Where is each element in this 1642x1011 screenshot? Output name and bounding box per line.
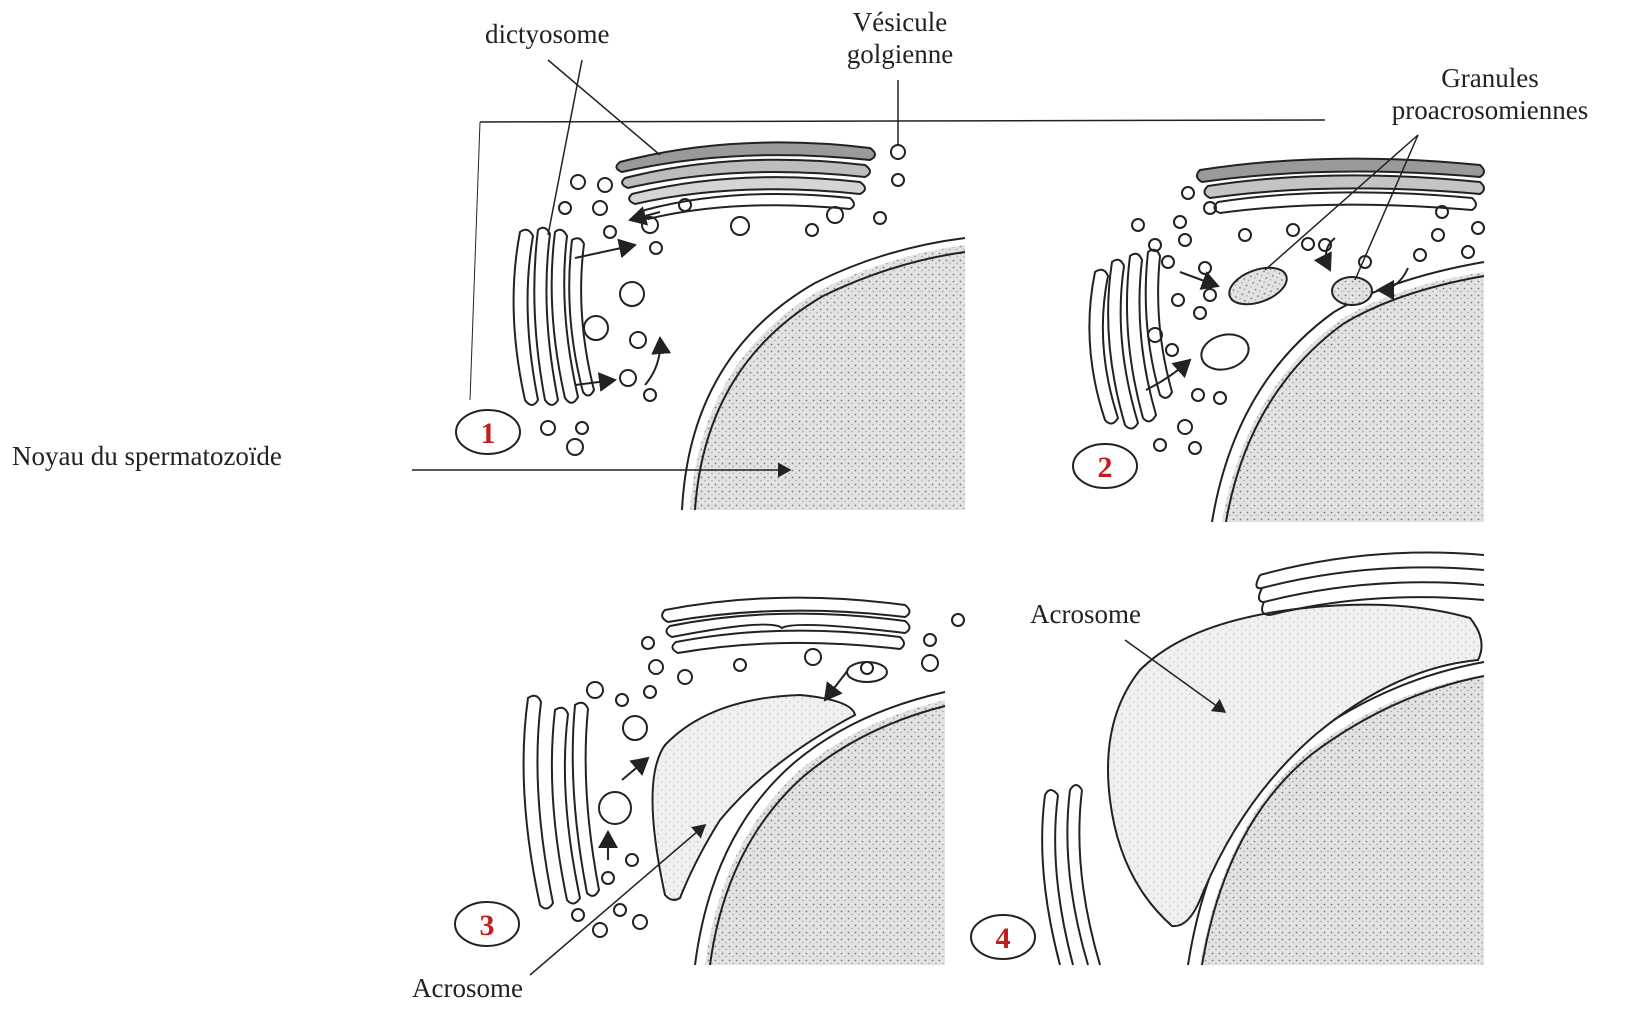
golgi-stack-3-top bbox=[662, 598, 909, 653]
label-acrosome-top: Acrosome bbox=[1030, 598, 1141, 630]
arrow bbox=[1378, 268, 1408, 290]
golgi-stack-1-side bbox=[514, 228, 594, 405]
label-dictyosome: dictyosome bbox=[485, 18, 609, 50]
label-granules-line1: Granules bbox=[1345, 62, 1635, 94]
label-granules-line2: proacrosomiennes bbox=[1345, 94, 1635, 126]
granules-pointer-b bbox=[1355, 135, 1418, 280]
label-vesicule-line1: Vésicule bbox=[820, 6, 980, 38]
arrow bbox=[1326, 238, 1335, 270]
panel-2: 2 bbox=[1073, 135, 1484, 522]
nucleus-2 bbox=[1222, 272, 1484, 522]
dictyosome-pointer-b bbox=[548, 60, 660, 155]
label-noyau: Noyau du spermatozoïde bbox=[12, 440, 282, 472]
arrow bbox=[825, 670, 848, 700]
panel-3: 3 bbox=[455, 598, 964, 975]
vesicle-large bbox=[1197, 329, 1252, 374]
frame-line bbox=[470, 122, 480, 400]
label-granules-proacrosomiennes: Granules proacrosomiennes bbox=[1345, 62, 1635, 126]
step-number-4: 4 bbox=[996, 922, 1011, 955]
label-vesicule-line2: golgienne bbox=[820, 38, 980, 70]
panel-1: 1 bbox=[412, 60, 1325, 510]
golgi-stack-3-side bbox=[524, 696, 599, 909]
step-number-1: 1 bbox=[481, 417, 496, 450]
golgi-stack-4-side bbox=[1042, 785, 1100, 965]
arrow bbox=[1180, 272, 1218, 286]
proacrosomal-granule bbox=[1224, 261, 1291, 312]
label-acrosome-bottom: Acrosome bbox=[412, 972, 523, 1004]
arrow bbox=[622, 758, 648, 780]
step-number-2: 2 bbox=[1098, 451, 1113, 484]
dictyosome-pointer-a bbox=[548, 60, 582, 235]
label-vesicule-golgienne: Vésicule golgienne bbox=[820, 6, 980, 70]
acrosome-pointer-bottom bbox=[530, 825, 705, 975]
golgi-stack-2-top bbox=[1197, 159, 1484, 213]
step-number-3: 3 bbox=[480, 909, 495, 942]
granules-pointer-a bbox=[1265, 135, 1418, 270]
arrow bbox=[645, 338, 660, 385]
proacrosomal-granule bbox=[1332, 277, 1372, 305]
frame-line bbox=[480, 120, 1325, 122]
